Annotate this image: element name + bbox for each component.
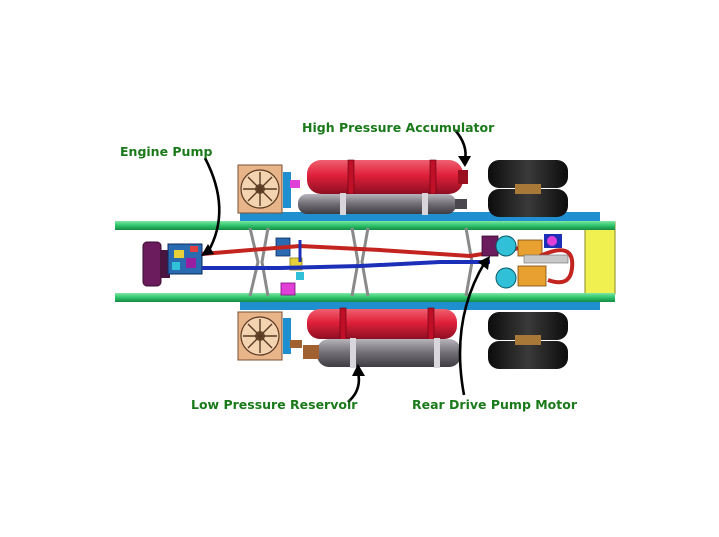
upper-gray-tank xyxy=(298,193,467,215)
arrow-high-pressure-accumulator xyxy=(454,129,471,167)
rear-wheel-bottom-outer xyxy=(488,312,568,369)
arrow-low-pressure-reservoir xyxy=(347,364,365,403)
frame-rail-bottom xyxy=(115,293,615,302)
bottom-radiator-fan xyxy=(237,311,302,361)
front-crossmember xyxy=(248,227,270,297)
rear-drive-pump-motor xyxy=(481,234,575,289)
engine-block xyxy=(142,241,170,287)
low-pressure-reservoir-tank xyxy=(303,338,461,368)
lower-red-tank xyxy=(307,307,457,341)
arrow-engine-pump xyxy=(201,157,221,256)
label-rear-drive-pump-motor: Rear Drive Pump Motor xyxy=(412,397,578,412)
high-pressure-accumulator-tank xyxy=(307,159,468,195)
front-cross-plate-lower xyxy=(240,300,472,310)
label-high-pressure-accumulator: High Pressure Accumulator xyxy=(302,120,495,135)
hydraulic-line-red xyxy=(201,243,521,259)
frame-rail-top xyxy=(115,221,615,230)
middle-crossmember xyxy=(350,227,370,297)
rear-cross-plate-lower xyxy=(470,300,600,310)
top-radiator-fan xyxy=(237,164,300,214)
control-valve xyxy=(280,282,296,296)
label-engine-pump: Engine Pump xyxy=(120,144,212,159)
rear-wheel-top-outer xyxy=(488,160,568,217)
label-low-pressure-reservoir: Low Pressure Reservoir xyxy=(191,397,358,412)
arrow-rear-drive-pump-motor xyxy=(458,256,490,396)
hydraulic-line-blue xyxy=(202,260,490,270)
rear-yellow-plate xyxy=(584,221,616,295)
engine-pump-assembly xyxy=(167,243,203,275)
front-cross-plate xyxy=(240,212,472,222)
